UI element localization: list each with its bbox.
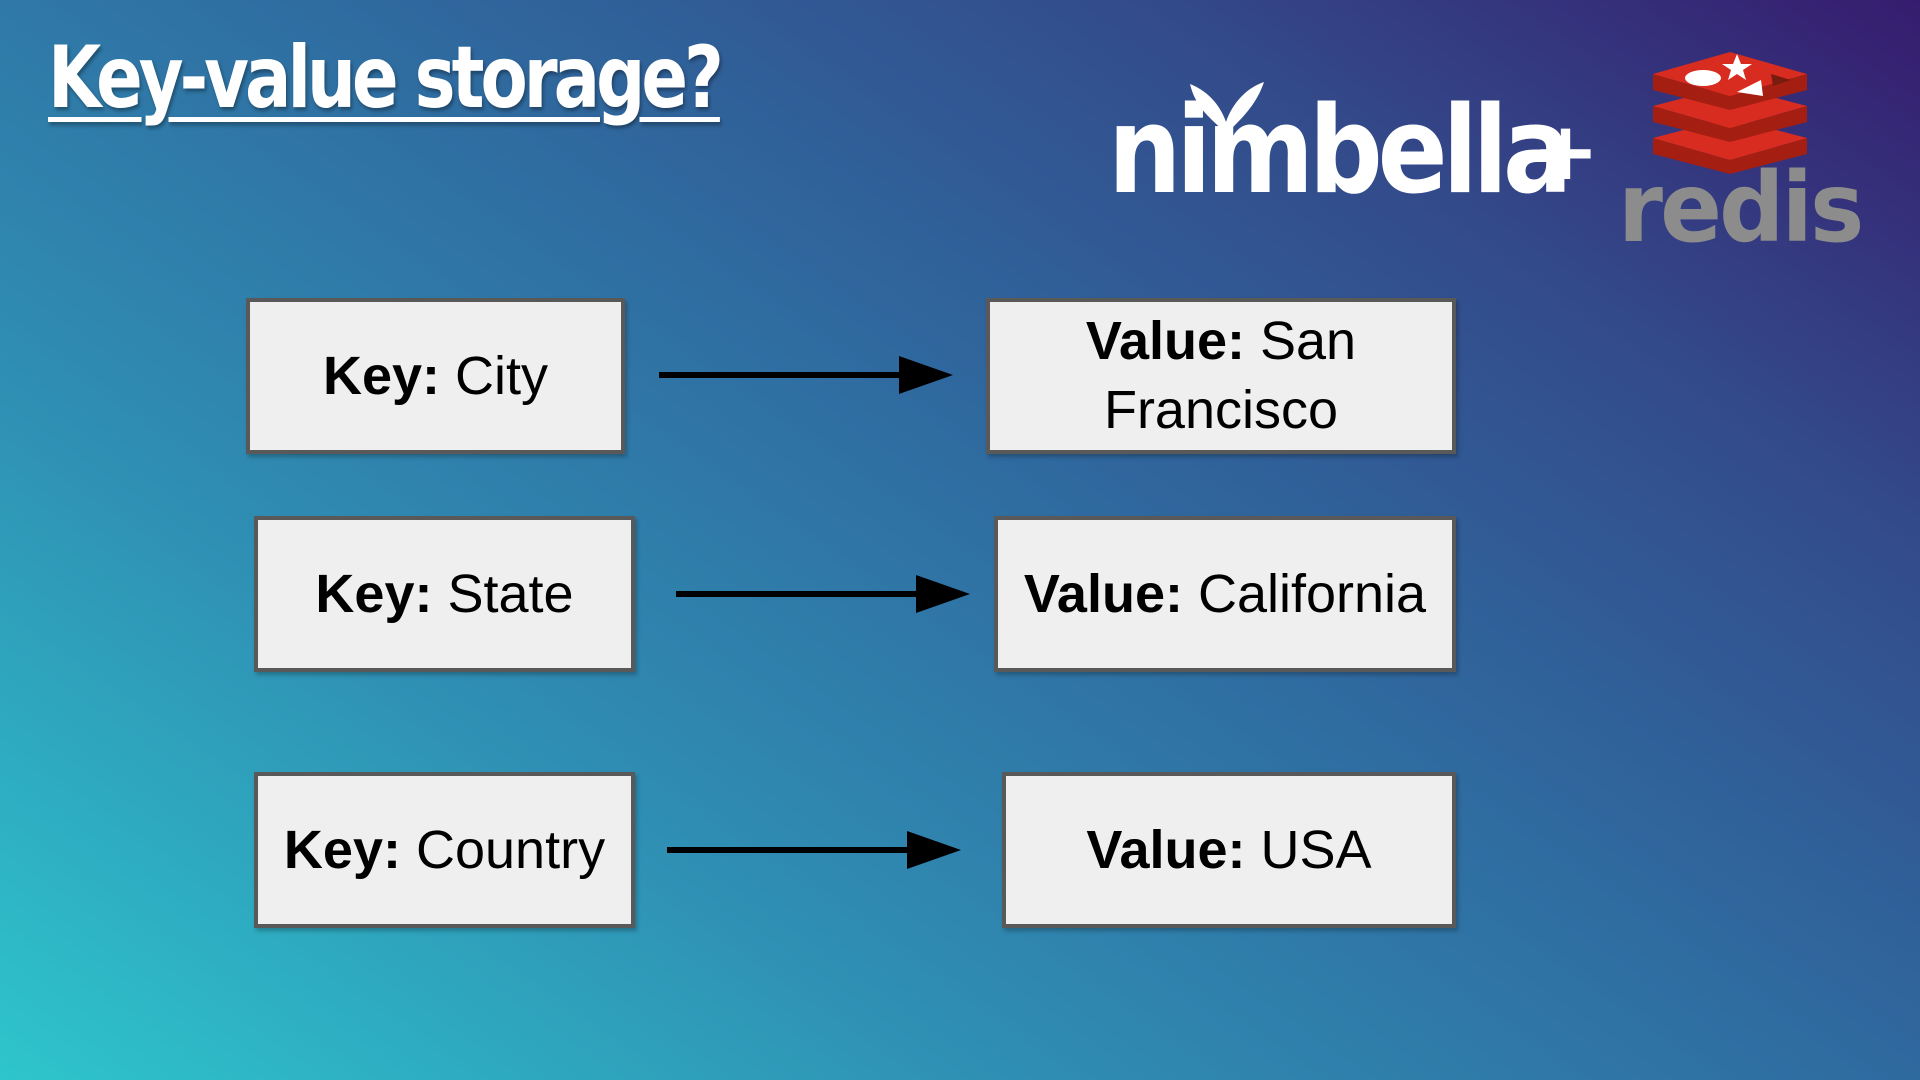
value-label: Value: [1023, 563, 1183, 624]
value-text: California [1197, 563, 1427, 624]
arrow-country [667, 831, 961, 869]
key-label: Key: [283, 819, 401, 880]
key-label: Key: [315, 563, 433, 624]
key-text: State [447, 563, 574, 624]
key-box-state: Key: State [254, 516, 635, 672]
value-text: San Francisco [1103, 311, 1357, 440]
key-text: Country [415, 819, 606, 880]
redis-wordmark: redis [1618, 152, 1864, 264]
value-box-san-francisco: Value: San Francisco [986, 298, 1456, 454]
butterfly-icon [1190, 82, 1264, 134]
value-text: USA [1260, 819, 1372, 880]
nimbella-logo: nimbella [1108, 82, 1573, 221]
redis-cube-icon [1653, 52, 1807, 174]
key-box-country: Key: Country [254, 772, 635, 928]
arrow-city [659, 356, 953, 394]
value-box-usa: Value: USA [1002, 772, 1456, 928]
value-label: Value: [1085, 311, 1245, 372]
plus-sign: + [1532, 105, 1600, 198]
slide-title: Key-value storage? [48, 28, 724, 128]
key-text: City [455, 345, 549, 406]
key-box-city: Key: City [246, 298, 625, 454]
value-label: Value: [1086, 819, 1246, 880]
arrow-state [676, 575, 970, 613]
key-label: Key: [322, 345, 441, 406]
value-box-california: Value: California [994, 516, 1456, 672]
